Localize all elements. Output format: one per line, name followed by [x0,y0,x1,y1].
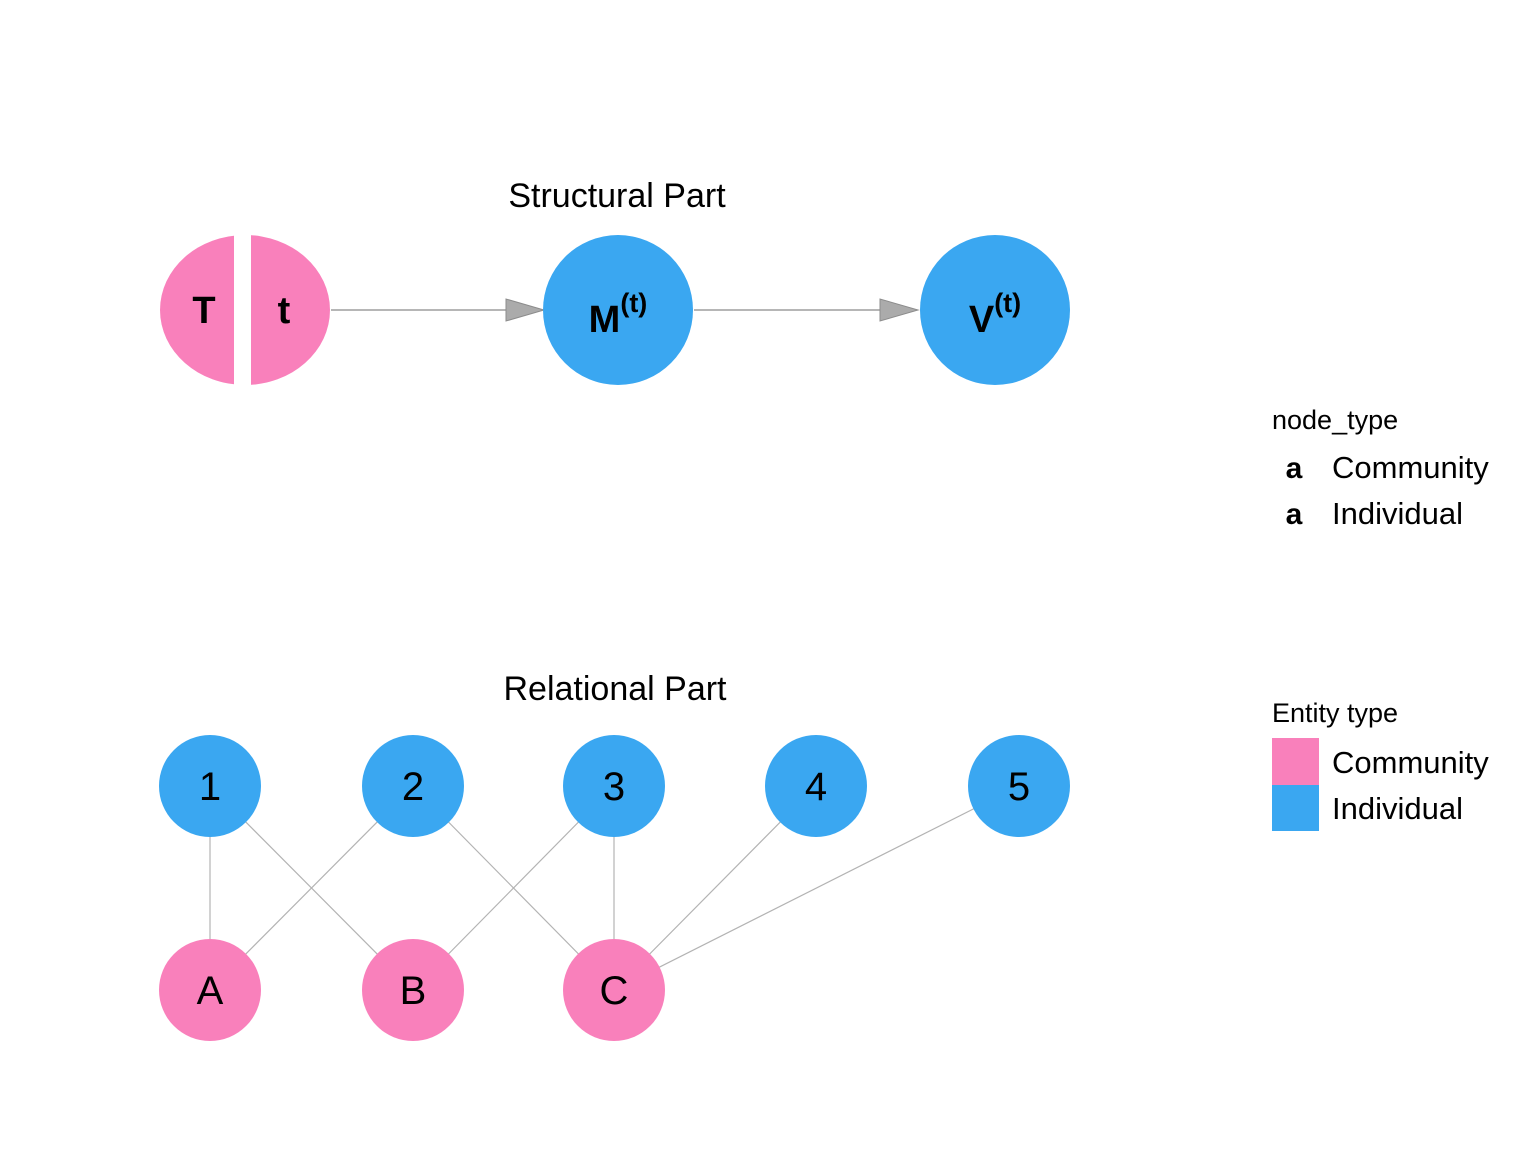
node-B-label: B [400,969,427,1013]
node-4-label: 4 [805,765,827,809]
arrow-t-to-m-head-icon [505,298,546,322]
arrow-m-to-v-head-icon [879,298,920,322]
legend-swatch-community [1272,738,1319,785]
node-C-circle [563,939,665,1041]
node-M-label-sup: (t) [620,288,647,318]
node-2-circle [362,735,464,837]
node-C-label: C [600,969,629,1013]
legend-swatch-individual [1272,785,1319,831]
legend-node-type-glyph-community: a [1286,452,1303,485]
node-5-circle [968,735,1070,837]
node-V-label-sup: (t) [994,288,1021,318]
node-B-circle [362,939,464,1041]
node-M-label-base: M [589,299,621,341]
node-5-label: 5 [1008,765,1030,809]
structural-part-title: Structural Part [508,177,726,215]
community-split-node-divider [234,230,251,391]
node-V-label: V(t) [969,288,1021,341]
relational-part-title: Relational Part [503,670,727,708]
node-V-circle [920,235,1070,385]
legend-node-type-label-community: Community [1332,450,1489,485]
node-V: V(t) [920,235,1070,385]
node-3-circle [563,735,665,837]
legend-node-type: node_type a Community a Individual [1272,405,1489,531]
node-M-label: M(t) [589,288,648,341]
node-M: M(t) [543,235,693,385]
node-V-label-base: V [969,299,995,341]
community-nodes: A B C [159,939,665,1041]
node-4-circle [765,735,867,837]
node-2-label: 2 [402,765,424,809]
legend-node-type-title: node_type [1272,405,1398,435]
node-1-label: 1 [199,765,221,809]
node-M-circle [543,235,693,385]
legend-node-type-label-individual: Individual [1332,496,1463,531]
legend-entity-type: Entity type Community Individual [1272,698,1489,831]
community-split-node: T t [160,230,330,391]
edge-5-C [613,785,1020,991]
node-3-label: 3 [603,765,625,809]
individual-nodes: 1 2 3 4 5 [159,735,1070,837]
node-t-label: t [278,290,291,332]
legend-entity-type-label-community: Community [1332,745,1489,780]
node-A-label: A [197,969,224,1013]
node-T-label: T [192,290,215,332]
node-A-circle [159,939,261,1041]
legend-entity-type-title: Entity type [1272,698,1398,728]
node-1-circle [159,735,261,837]
legend-entity-type-label-individual: Individual [1332,791,1463,826]
legend-node-type-glyph-individual: a [1286,498,1303,531]
